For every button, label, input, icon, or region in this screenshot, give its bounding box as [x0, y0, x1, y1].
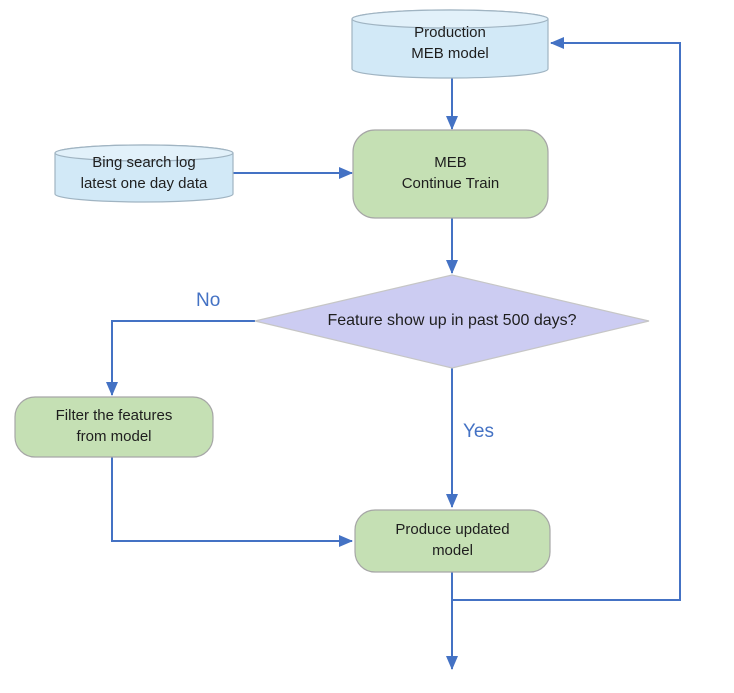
diamond-feature-decision	[254, 274, 650, 369]
box-filter-features	[14, 396, 214, 458]
box-meb-continue-train	[352, 129, 549, 219]
box-produce-updated-model	[354, 509, 551, 573]
arrow-feedback-to-production	[452, 37, 681, 601]
cylinder-production-meb-model	[351, 9, 549, 79]
cylinder-bing-search-log	[54, 144, 234, 203]
arrow-decision-no-to-filter	[106, 320, 255, 396]
arrow-filter-to-produce	[111, 457, 353, 547]
